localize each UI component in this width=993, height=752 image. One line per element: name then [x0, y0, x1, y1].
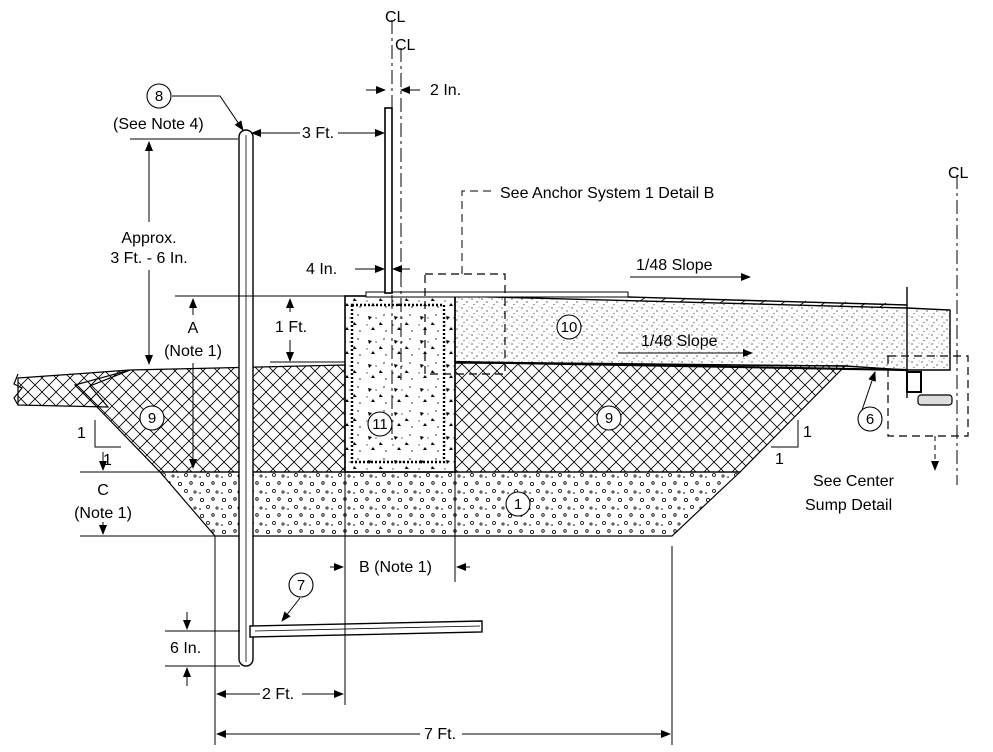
callout-1: 1: [514, 496, 522, 513]
break-line: [13, 373, 23, 406]
surface-course: [627, 296, 908, 306]
drain-pipe-centerline: [254, 625, 481, 632]
label-anchor-detail: See Anchor System 1 Detail B: [500, 185, 714, 202]
slope-triangle-right: [771, 420, 799, 448]
soil-fill-right: [454, 362, 847, 473]
slope-left-h: 1: [103, 452, 112, 469]
sump-pipe: [917, 394, 953, 406]
callout-10: 10: [561, 319, 578, 336]
label-1-ft: 1 Ft.: [275, 319, 307, 336]
callout-11: 11: [372, 416, 388, 433]
label-b-note: B (Note 1): [359, 559, 432, 576]
label-approx-dim: 3 Ft. - 6 In.: [110, 250, 187, 267]
centerline-symbol-1: CL: [385, 9, 406, 26]
label-2-ft: 2 Ft.: [262, 686, 294, 703]
label-center-sump-1: See Center: [813, 473, 895, 490]
label-3-ft: 3 Ft.: [302, 125, 334, 142]
drain-pipe-7: [249, 620, 483, 638]
soil-fill-left: [73, 364, 346, 473]
callout-leaders: [172, 95, 876, 622]
label-4-in: 4 In.: [306, 261, 337, 278]
callout-6: 6: [866, 411, 874, 428]
callout-9-right: 9: [605, 410, 613, 427]
concrete-footing: [344, 295, 456, 473]
label-approx: Approx.: [121, 230, 176, 247]
dimension-lines: [80, 86, 753, 745]
slope-right-v: 1: [803, 424, 812, 441]
centerline-symbol-2: CL: [395, 37, 416, 54]
label-slope-top: 1/48 Slope: [636, 257, 713, 274]
label-7-ft: 7 Ft.: [424, 726, 456, 743]
label-c-note: (Note 1): [74, 505, 132, 522]
base-plate: [365, 291, 629, 298]
label-c: C: [97, 482, 109, 499]
anchor-leader: [461, 190, 492, 274]
label-see-note-4: (See Note 4): [113, 116, 204, 133]
callouts: 8 9 9 10 11 1 6 7: [139, 83, 883, 598]
slab-bottom-line: [454, 360, 908, 372]
label-a-note: (Note 1): [164, 343, 222, 360]
callout-9-left: 9: [148, 410, 156, 427]
slope-right-h: 1: [775, 451, 784, 468]
label-a: A: [188, 320, 199, 337]
centerline-symbol-3: CL: [948, 165, 969, 182]
label-slope-mid: 1/48 Slope: [641, 333, 718, 350]
rebar-cage: [350, 303, 446, 464]
callout-7: 7: [297, 577, 305, 594]
slope-triangle-left: [94, 420, 121, 448]
callout-8: 8: [155, 88, 163, 105]
anchor-detail-box: [424, 273, 506, 375]
label-center-sump-2: Sump Detail: [805, 497, 892, 514]
label-6-in: 6 In.: [170, 640, 201, 657]
slope-left-v: 1: [77, 425, 86, 442]
sump-grate: [906, 371, 922, 393]
barrier-wall: [384, 107, 393, 294]
sump-detail-box: [887, 355, 969, 437]
label-2-in: 2 In.: [430, 82, 461, 99]
surface-hatch: [639, 296, 887, 308]
